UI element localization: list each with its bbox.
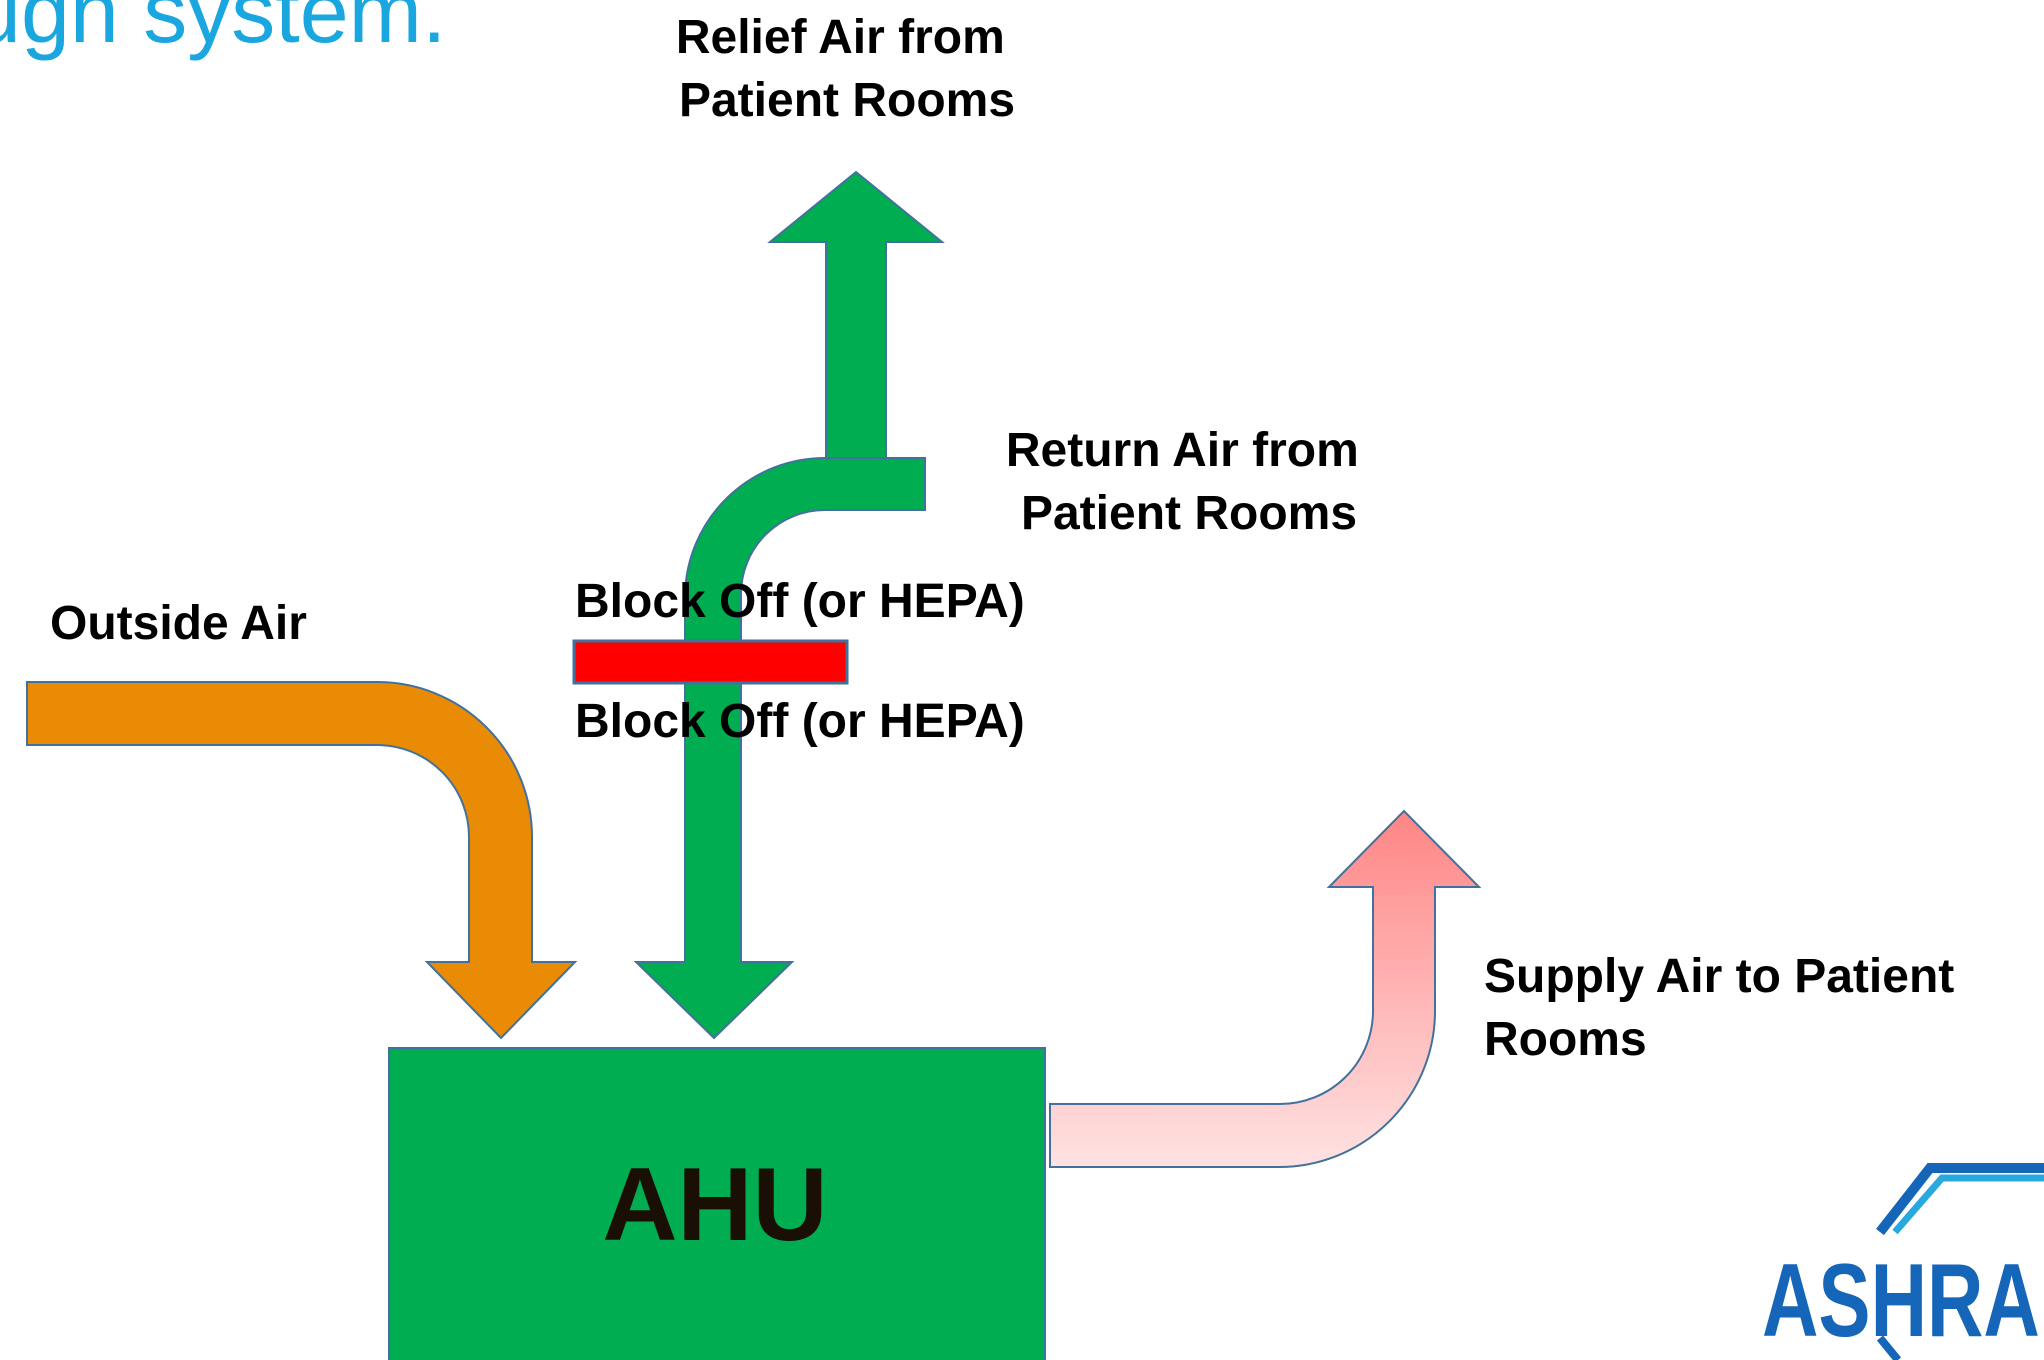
block-off-label-upper: Block Off (or HEPA) bbox=[575, 575, 1025, 628]
slide-title: ugh system. bbox=[0, 0, 446, 61]
supply-air-label: Supply Air to Patient Rooms bbox=[1484, 950, 1968, 1066]
ashrae-logo: ASHRAE bbox=[1762, 1163, 2044, 1360]
relief-air-label-line2: Patient Rooms bbox=[679, 74, 1015, 127]
ahu-label: AHU bbox=[602, 1147, 827, 1263]
return-air-label-line2: Patient Rooms bbox=[1021, 487, 1357, 540]
supply-air-label-line1: Supply Air to Patient bbox=[1484, 950, 1954, 1003]
supply-air-label-line2: Rooms bbox=[1484, 1013, 1647, 1066]
outside-air-arrow bbox=[26, 681, 578, 1040]
logo-swoosh-lower bbox=[1876, 1335, 1902, 1360]
return-air-label: Return Air from Patient Rooms bbox=[1006, 424, 1372, 540]
logo-swoosh-light bbox=[1892, 1174, 2044, 1235]
relief-air-arrow bbox=[767, 170, 945, 459]
relief-air-label-line1: Relief Air from bbox=[676, 11, 1005, 64]
relief-air-label: Relief Air from Patient Rooms bbox=[676, 11, 1018, 127]
return-air-arrow bbox=[633, 457, 926, 1040]
block-off-bar bbox=[572, 639, 849, 685]
logo-wordmark: ASHRAE bbox=[1762, 1243, 2044, 1359]
logo-swoosh-dark bbox=[1876, 1163, 2044, 1236]
outside-air-label: Outside Air bbox=[50, 597, 307, 650]
ahu-box bbox=[388, 1047, 1046, 1360]
block-off-label-lower: Block Off (or HEPA) bbox=[575, 695, 1025, 748]
supply-air-arrow bbox=[1049, 809, 1482, 1168]
return-air-label-line1: Return Air from bbox=[1006, 424, 1359, 477]
